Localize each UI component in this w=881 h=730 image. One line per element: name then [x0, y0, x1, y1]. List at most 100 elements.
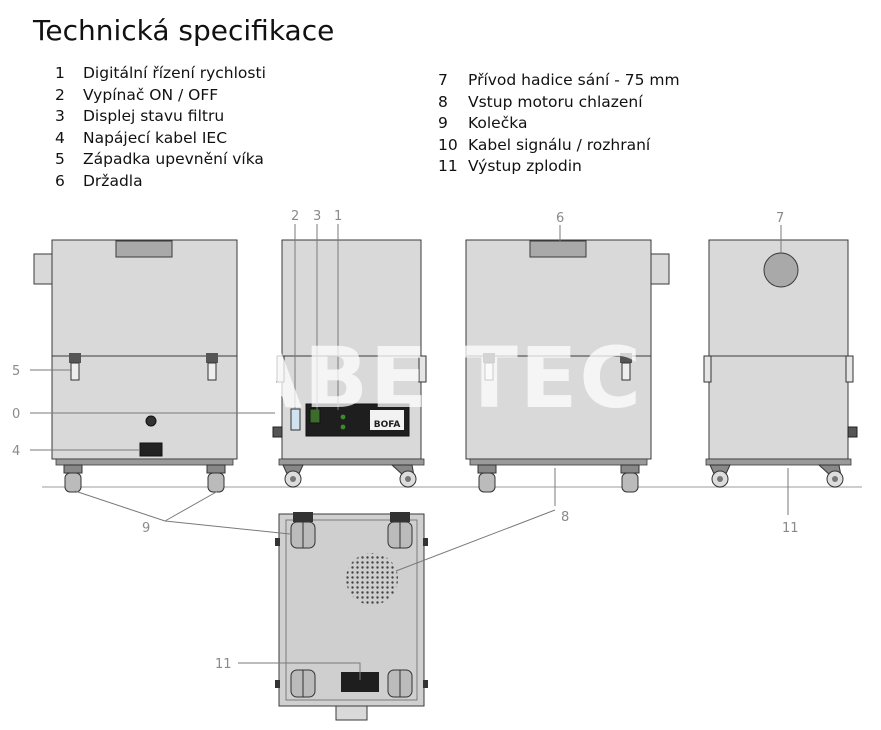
leader-lines: [30, 224, 789, 680]
speed-control-led: [340, 414, 346, 420]
castor: [387, 512, 413, 549]
legend-item-number: 10: [438, 135, 458, 154]
side-clip: [423, 538, 428, 546]
exhaust-stub: [33, 253, 53, 285]
side-view-left: [33, 239, 238, 493]
legend-item: 11 Výstup zplodin: [438, 156, 680, 178]
exhaust-stub: [650, 253, 670, 285]
legend-item-number: 11: [438, 157, 458, 176]
legend-item-text: Přívod hadice sání - 75 mm: [468, 71, 680, 89]
plinth: [278, 458, 425, 466]
rear-view: [703, 239, 858, 488]
plinth: [469, 458, 648, 466]
side-clip: [275, 680, 280, 688]
latch-side: [418, 355, 427, 383]
bottom-view: [275, 512, 428, 721]
side-view-right: [465, 239, 670, 493]
callout-8: 8: [561, 510, 569, 525]
leader-line: [164, 520, 291, 535]
handle: [529, 240, 587, 258]
plinth: [55, 458, 234, 466]
page-title: Technická specifikace: [33, 14, 335, 47]
iec-socket: [139, 442, 163, 457]
callout-9: 9: [142, 521, 150, 536]
side-connector: [272, 426, 283, 438]
callout-11-rear: 11: [782, 521, 799, 536]
castor: [282, 464, 304, 488]
leader-line: [238, 662, 361, 680]
legend-item-number: 5: [55, 150, 65, 169]
legend-item-number: 4: [55, 128, 65, 147]
plinth: [705, 458, 852, 466]
callout-6: 6: [556, 211, 564, 226]
side-connector: [847, 426, 858, 438]
castor: [63, 464, 83, 493]
base: [465, 355, 652, 460]
legend-item: 6 Držadla: [55, 171, 266, 193]
callouts: 5 0 4 2 3 1 6 7 9 8 11 11: [12, 209, 799, 672]
legend-item-number: 9: [438, 114, 448, 133]
legend-item-text: Vypínač ON / OFF: [83, 85, 219, 104]
legend-item-text: Displej stavu filtru: [83, 107, 225, 126]
cooling-grill: [346, 553, 398, 605]
base: [51, 355, 238, 460]
legend-item-text: Kabel signálu / rozhraní: [468, 135, 651, 154]
side-clip: [275, 538, 280, 546]
legend-item-number: 3: [55, 107, 65, 126]
callout-3: 3: [313, 209, 321, 224]
latch-side: [845, 355, 854, 383]
brand-logo-text: BOFA: [374, 420, 401, 430]
legend-item-text: Digitální řízení rychlosti: [83, 64, 266, 82]
legend-item-text: Výstup zplodin: [468, 157, 582, 176]
lid-latch: [69, 353, 81, 381]
legend-item: 5 Západka upevnění víka: [55, 149, 266, 171]
latch-side: [703, 355, 712, 383]
legend-item-text: Vstup motoru chlazení: [468, 92, 643, 111]
callout-0: 0: [12, 407, 20, 422]
castor: [390, 464, 417, 488]
castor: [206, 464, 226, 493]
legend-item-number: 6: [55, 171, 65, 190]
castor: [817, 464, 844, 488]
lid-latch: [483, 353, 495, 381]
watermark-text: ABE TEC: [237, 329, 643, 427]
latch-side: [276, 355, 285, 383]
leader-line: [395, 509, 556, 572]
exhaust-outlet: [341, 672, 379, 692]
lid-latch: [620, 353, 632, 381]
callout-4: 4: [12, 444, 20, 459]
legend-item: 9 Kolečka: [438, 113, 680, 135]
signal-connector: [145, 415, 157, 427]
legend-item: 1 Digitální řízení rychlosti: [55, 63, 266, 85]
lid: [51, 239, 238, 357]
legend-item: 7 Přívod hadice sání - 75 mm: [438, 70, 680, 92]
castor: [290, 669, 316, 698]
legend-right: 7 Přívod hadice sání - 75 mm 8 Vstup motor…: [438, 70, 680, 178]
lid: [281, 239, 422, 357]
lid-latch: [206, 353, 218, 381]
castor: [387, 669, 413, 698]
legend-item-number: 1: [55, 64, 65, 82]
legend-item-text: Držadla: [83, 171, 143, 190]
castor: [709, 464, 731, 488]
suction-inlet: [763, 252, 799, 288]
legend-item-number: 2: [55, 85, 65, 104]
callout-2: 2: [291, 209, 299, 224]
castor: [620, 464, 640, 493]
exhaust-outlet-stub: [335, 705, 368, 721]
castor: [477, 464, 497, 493]
legend-left: 1 Digitální řízení rychlosti 2 Vypínač ON …: [55, 63, 266, 193]
base: [708, 355, 849, 460]
lid: [465, 239, 652, 357]
legend-item: 8 Vstup motoru chlazení: [438, 92, 680, 114]
legend-item-text: Západka upevnění víka: [83, 150, 264, 169]
leader-line: [74, 490, 166, 522]
legend-item-number: 8: [438, 92, 448, 111]
front-view: BOFA: [272, 239, 427, 488]
legend-item-text: Kolečka: [468, 114, 528, 133]
legend-item-number: 7: [438, 71, 448, 89]
callout-1: 1: [334, 209, 342, 224]
legend-item: 10 Kabel signálu / rozhraní: [438, 135, 680, 157]
castor: [290, 512, 316, 549]
